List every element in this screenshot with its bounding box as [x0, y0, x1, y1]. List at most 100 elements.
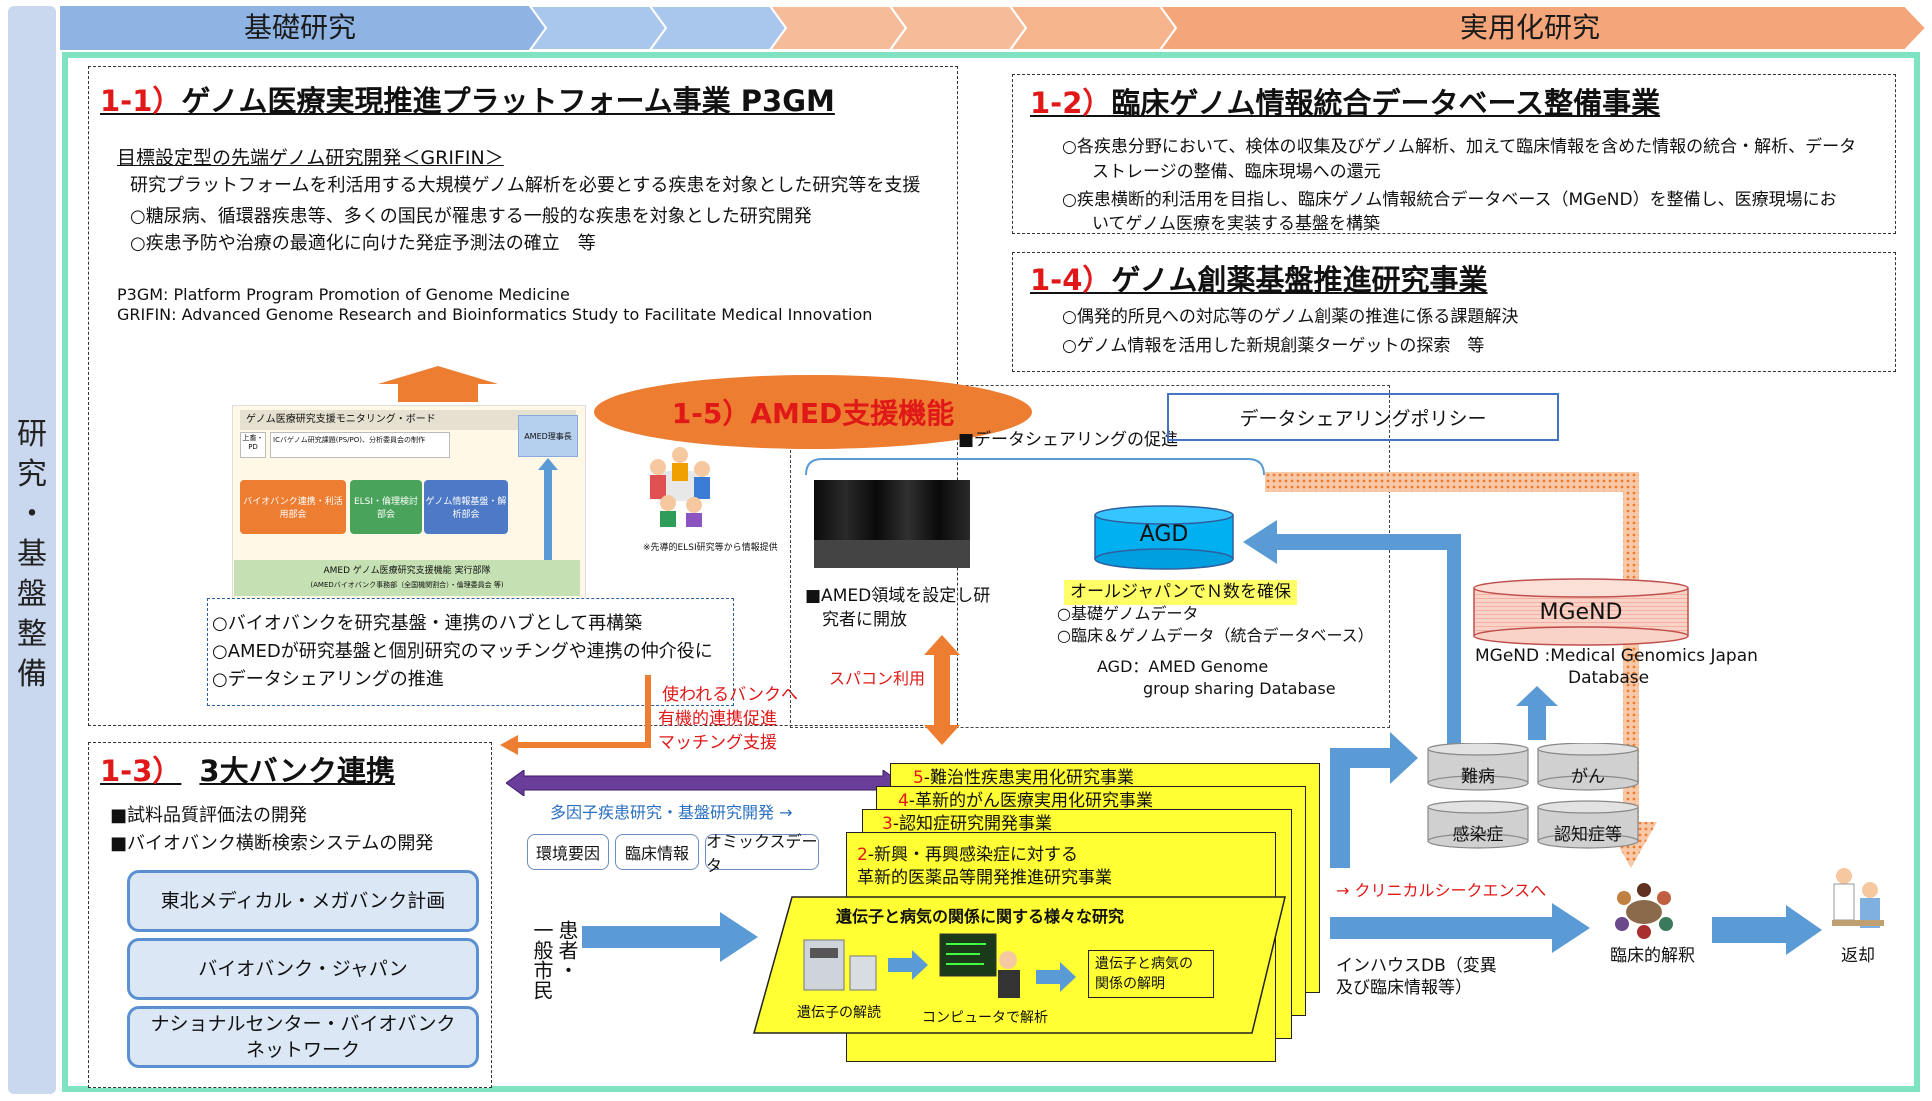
s14-line-1: ○偶発的所見への対応等のゲノム創薬の推進に係る課題解決 [1062, 307, 1519, 327]
s13-line-1: ■試料品質評価法の開発 [110, 805, 308, 826]
banner-basic-research: 基礎研究 [243, 11, 356, 44]
supercomp-double-arrow [924, 635, 960, 745]
org-elsi-committee: ELSI・倫理検討部会 [350, 480, 422, 534]
disease-cancer: がん [1571, 767, 1605, 787]
elsi-note: ※先導的ELSI研究等から情報提供 [643, 543, 778, 553]
bank-tohoku: 東北メディカル・メガバンク計画 [127, 870, 479, 932]
arrow-to-agd [1243, 520, 1461, 750]
mgend-cylinder [1473, 578, 1689, 646]
org-board: ゲノム医療研究支援モニタリング・ボード [240, 410, 576, 430]
arrow-to-research [582, 912, 758, 962]
supercomp-use: スパコン利用 [829, 669, 926, 688]
main-research-card [753, 896, 1286, 1034]
step-arrow-2 [1036, 962, 1076, 992]
s12-line-1: ○各疾患分野において、検体の収集及びゲノム解析、加えて臨床情報を含めた情報の統合… [1062, 137, 1857, 157]
org-double-arrow [538, 458, 558, 578]
agd-highlight: オールジャパンでＮ数を確保 [1064, 580, 1297, 605]
bank-biobank-japan: バイオバンク・ジャパン [127, 938, 479, 1000]
s14-line-2: ○ゲノム情報を活用した新規創薬ターゲットの探索 等 [1062, 336, 1485, 356]
grifin-subtitle: 目標設定型の先端ゲノム研究開発＜GRIFIN＞ [117, 147, 504, 169]
clinical-sequence: → クリニカルシークエンスへ [1336, 881, 1547, 900]
program-2: 2-新興・再興感染症に対する [857, 843, 1078, 868]
step-sequencing-label: 遺伝子の解読 [797, 1005, 881, 1021]
mgend-label: MGeND [1539, 600, 1623, 625]
org-amed-president: AMED理事長 [518, 415, 578, 457]
supercomp-line-2: 究者に開放 [822, 610, 907, 630]
multifactor-label: 多因子疾患研究・基盤研究開発 → [550, 803, 793, 822]
program-2-number: 2 [857, 845, 868, 865]
org-bottom-sub: (AMEDバイオバンク事務部（全国機関割合）・倫理委員会 等) [310, 581, 504, 589]
program-5-number: 5 [913, 768, 924, 788]
up-arrow-orange [378, 366, 498, 402]
agd-label: AGD [1139, 522, 1189, 547]
program-5-title: -難治性疾患実用化研究事業 [923, 768, 1134, 788]
section-1-3-title: 1-3） 3大バンク連携 [100, 748, 395, 790]
orange-arrow-to-banks [500, 675, 651, 755]
chip-environment: 環境要因 [527, 834, 609, 870]
sidebar-label: 研 究 ・ 基 盤 整 備 [17, 417, 47, 692]
disease-dementia: 認知症等 [1554, 825, 1622, 845]
amed-support-ellipse [594, 375, 1032, 449]
arrow-to-clinical-interp [1330, 903, 1590, 953]
program-2-line-2: 革新的医薬品等開発推進研究事業 [857, 868, 1112, 888]
program-4-number: 4 [898, 791, 909, 811]
agd-line-2: ○臨床＆ゲノムデータ（統合データベース） [1057, 626, 1374, 645]
inhouse-db-1: インハウスDB（変異 [1336, 956, 1497, 976]
agd-def-1: AGD：AMED Genome [1097, 657, 1269, 676]
program-3-number: 3 [882, 814, 893, 834]
chip-omics: オミックスデータ [705, 832, 819, 875]
clinical-interp-label: 臨床的解釈 [1610, 946, 1695, 966]
s11-line-2: ○糖尿病、循環器疾患等、多くの国民が罹患する一般的な疾患を対象とした研究開発 [130, 206, 812, 227]
main-frame [62, 52, 1920, 1092]
hub-line-2: ○AMEDが研究基盤と個別研究のマッチングや連携の仲介役に [212, 641, 713, 662]
result-line-1: 遺伝子と病気の [1095, 956, 1193, 972]
sidebar [8, 6, 56, 1094]
inhouse-db-2: 及び臨床情報等） [1336, 978, 1472, 998]
red-note-1: 使われるバンクへ [662, 685, 798, 705]
s13-line-2: ■バイオバンク横断検索システムの開発 [110, 833, 434, 854]
phase-banner [60, 5, 1928, 51]
doctor-patient-icon [1832, 868, 1884, 928]
agd-line-1: ○基礎ゲノムデータ [1057, 604, 1199, 623]
arrow-to-mgend [1516, 686, 1558, 740]
section-1-2-box [1012, 74, 1896, 234]
citizens-label: 一般市民 [530, 920, 554, 1000]
banner-practical-research: 実用化研究 [1459, 11, 1600, 44]
supercomp-line-1: ■AMED領域を設定し研 [805, 586, 991, 606]
amed-support-label: 1-5）AMED支援機能 [594, 375, 1032, 449]
arrow-to-return [1712, 905, 1822, 955]
red-note-3: マッチング支援 [658, 733, 777, 753]
chip-clinical-info: 臨床情報 [615, 834, 699, 870]
hub-line-1: ○バイオバンクを研究基盤・連携のハブとして再構築 [212, 613, 643, 634]
main-research-title: 遺伝子と病気の関係に関する様々な研究 [836, 907, 1125, 926]
red-note-2: 有機的連携促進 [658, 709, 777, 729]
disease-infection: 感染症 [1452, 825, 1504, 845]
program-5: 5-難治性疾患実用化研究事業 [913, 766, 1134, 791]
org-row-b: ICバゲノム研究課題(PS/PO)、分析委員会の制作 [270, 432, 450, 458]
section-1-3-title-text: 3大バンク連携 [199, 754, 396, 788]
p3gm-abbr: P3GM: Platform Program Promotion of Geno… [117, 285, 570, 304]
step-computer-label: コンピュータで解析 [922, 1010, 1048, 1026]
section-1-3-number: 1-3） [100, 754, 182, 788]
section-1-2-number: 1-2） [1030, 86, 1112, 120]
disease-db-group [1427, 743, 1639, 849]
supercomputer-image [814, 480, 970, 568]
program-3-title: -認知症研究開発事業 [892, 814, 1052, 834]
clinical-meeting-icon [1615, 883, 1673, 939]
sequencer-icon [803, 939, 877, 991]
program-2-title: -新興・再興感染症に対する [867, 845, 1078, 865]
s12-line-2: ストレージの整備、臨床現場への還元 [1092, 162, 1381, 182]
people-group-icon [650, 447, 710, 527]
agd-def-2: group sharing Database [1143, 679, 1336, 698]
section-1-2-title: 1-2）臨床ゲノム情報統合データベース整備事業 [1030, 80, 1660, 122]
disease-intractable: 難病 [1461, 767, 1495, 787]
amed-support-label-text: 1-5）AMED支援機能 [671, 397, 955, 430]
arrow-to-disease-db [1330, 732, 1418, 868]
data-sharing-policy: データシェアリングポリシー [1167, 393, 1559, 441]
s12-line-4: いてゲノム医療を実装する基盤を構築 [1092, 214, 1380, 234]
program-4-title: -革新的がん医療実用化研究事業 [908, 791, 1153, 811]
promo-bracket [805, 458, 1265, 476]
purple-double-arrow [506, 770, 901, 796]
s12-line-3: ○疾患横断的利活用を目指し、臨床ゲノム情報統合データベース（MGeND）を整備し… [1062, 190, 1837, 210]
section-1-1-number: 1-1） [100, 84, 182, 118]
